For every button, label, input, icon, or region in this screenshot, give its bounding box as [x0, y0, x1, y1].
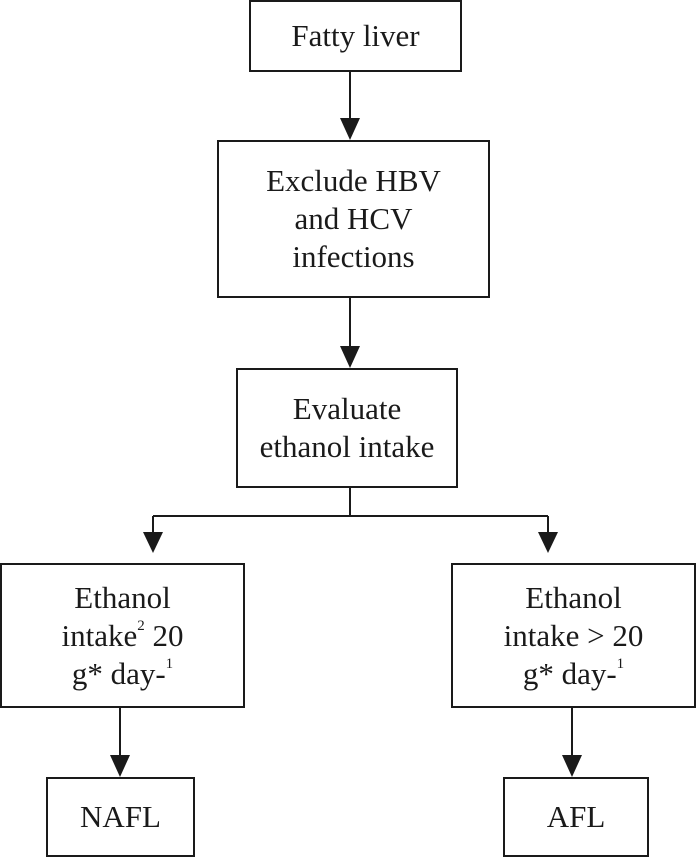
node-ethanol-high-line-3: g* day-1 [523, 655, 624, 693]
node-ethanol-low-line-3-sup: 1 [165, 656, 174, 673]
node-afl: AFL [503, 777, 649, 857]
arrowhead-right-to-afl [562, 755, 582, 777]
node-exclude-infections: Exclude HBV and HCV infections [217, 140, 490, 298]
node-ethanol-low-line-1: Ethanol [74, 579, 171, 615]
node-ethanol-low-line-3: g* day-1 [72, 655, 173, 693]
arrowhead-split-to-right [538, 532, 558, 553]
node-ethanol-low-line-2-sup: 2 [137, 618, 145, 635]
node-evaluate-line-1: Evaluate [292, 391, 402, 426]
arrowhead-exclude-to-evaluate [340, 346, 360, 368]
node-fatty-liver: Fatty liver [249, 0, 462, 72]
node-ethanol-high: Ethanol intake > 20 g* day-1 [451, 563, 696, 708]
node-exclude-line-1: Exclude HBV [266, 163, 441, 198]
node-nafl-label: NAFL [80, 799, 161, 834]
node-nafl: NAFL [46, 777, 195, 857]
node-afl-label: AFL [546, 799, 606, 834]
arrowhead-split-to-left [143, 532, 163, 553]
node-ethanol-low-line-2-text: intake [61, 617, 138, 653]
node-ethanol-low-line-2: intake2 20 [62, 617, 184, 655]
node-evaluate-ethanol: Evaluate ethanol intake [236, 368, 458, 488]
node-ethanol-low: Ethanol intake2 20 g* day-1 [0, 563, 245, 708]
node-evaluate-line-2: ethanol intake [259, 429, 435, 464]
node-ethanol-low-line-3-text: g* day- [71, 655, 166, 691]
arrowhead-left-to-nafl [110, 755, 130, 777]
node-fatty-liver-label: Fatty liver [291, 18, 420, 53]
node-ethanol-low-line-2-value: 20 [144, 617, 184, 653]
node-exclude-line-2: and HCV [294, 201, 413, 236]
node-ethanol-high-line-3-sup: 1 [616, 656, 625, 673]
node-ethanol-high-line-1: Ethanol [525, 579, 622, 615]
arrowhead-fatty-to-exclude [340, 118, 360, 140]
node-ethanol-high-line-2: intake > 20 [503, 617, 644, 653]
node-ethanol-high-line-3-text: g* day- [522, 655, 617, 691]
node-exclude-line-3: infections [292, 239, 415, 274]
